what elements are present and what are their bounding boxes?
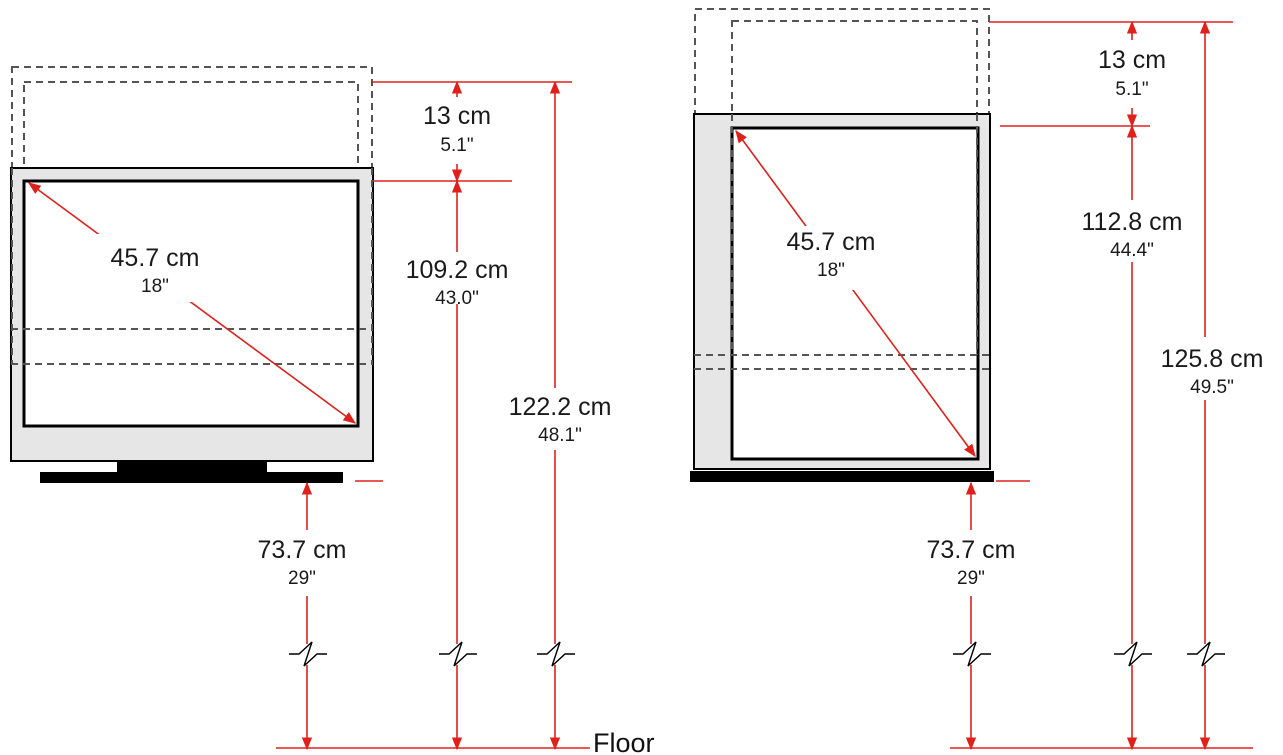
landscape-stand-neck: [117, 461, 267, 474]
portrait-top-low-dimension: 112.8 cm 44.4": [1082, 124, 1183, 751]
portrait-raise-dimension: 13 cm 5.1": [1098, 20, 1166, 128]
landscape-diagonal-in: 18": [141, 276, 169, 297]
landscape-stand-base: [40, 472, 343, 483]
portrait-monitor: 45.7 cm 18": [690, 8, 994, 482]
portrait-top-high-cm: 125.8 cm: [1161, 345, 1264, 373]
landscape-extension-lines: [355, 81, 572, 482]
break-symbol: [953, 641, 991, 667]
landscape-diagonal-cm: 45.7 cm: [111, 244, 200, 272]
landscape-top-high-cm: 122.2 cm: [509, 393, 612, 421]
landscape-top-low-cm: 109.2 cm: [406, 256, 509, 284]
portrait-desk-cm: 73.7 cm: [927, 536, 1016, 564]
landscape-monitor: 45.7 cm 18": [10, 66, 374, 483]
landscape-diagonal-arrow: [27, 182, 357, 424]
portrait-raise-in: 5.1": [1115, 79, 1148, 100]
landscape-desk-in: 29": [288, 568, 316, 589]
floor: Floor: [276, 728, 655, 755]
portrait-desk-dimension: 73.7 cm 29": [927, 481, 1016, 751]
break-symbols: [289, 641, 1225, 667]
portrait-diagonal-in: 18": [817, 260, 845, 281]
portrait-raise-cm: 13 cm: [1098, 46, 1166, 74]
break-symbol: [439, 641, 477, 667]
break-symbol: [1114, 641, 1152, 667]
landscape-raise-cm: 13 cm: [423, 102, 491, 130]
break-symbol: [537, 641, 575, 667]
portrait-diagonal-arrow: [735, 129, 976, 458]
portrait-top-low-in: 44.4": [1110, 240, 1154, 261]
landscape-desk-cm: 73.7 cm: [258, 536, 347, 564]
break-symbol: [289, 641, 327, 667]
portrait-top-high-dimension: 125.8 cm 49.5": [1161, 20, 1264, 751]
portrait-top-low-cm: 112.8 cm: [1082, 208, 1183, 236]
landscape-top-low-in: 43.0": [435, 288, 479, 309]
landscape-desk-dimension: 73.7 cm 29": [258, 481, 347, 751]
portrait-stand-base: [690, 471, 994, 482]
break-symbol: [1187, 641, 1225, 667]
landscape-raise-dimension: 13 cm 5.1": [423, 80, 491, 183]
floor-label: Floor: [593, 728, 655, 755]
landscape-top-high-in: 48.1": [538, 425, 582, 446]
portrait-diagonal-cm: 45.7 cm: [787, 228, 876, 256]
landscape-top-high-dimension: 122.2 cm 48.1": [509, 80, 612, 751]
portrait-desk-in: 29": [957, 568, 985, 589]
portrait-top-high-in: 49.5": [1190, 377, 1234, 398]
landscape-raise-in: 5.1": [440, 135, 473, 156]
landscape-top-low-dimension: 109.2 cm 43.0": [406, 179, 509, 751]
